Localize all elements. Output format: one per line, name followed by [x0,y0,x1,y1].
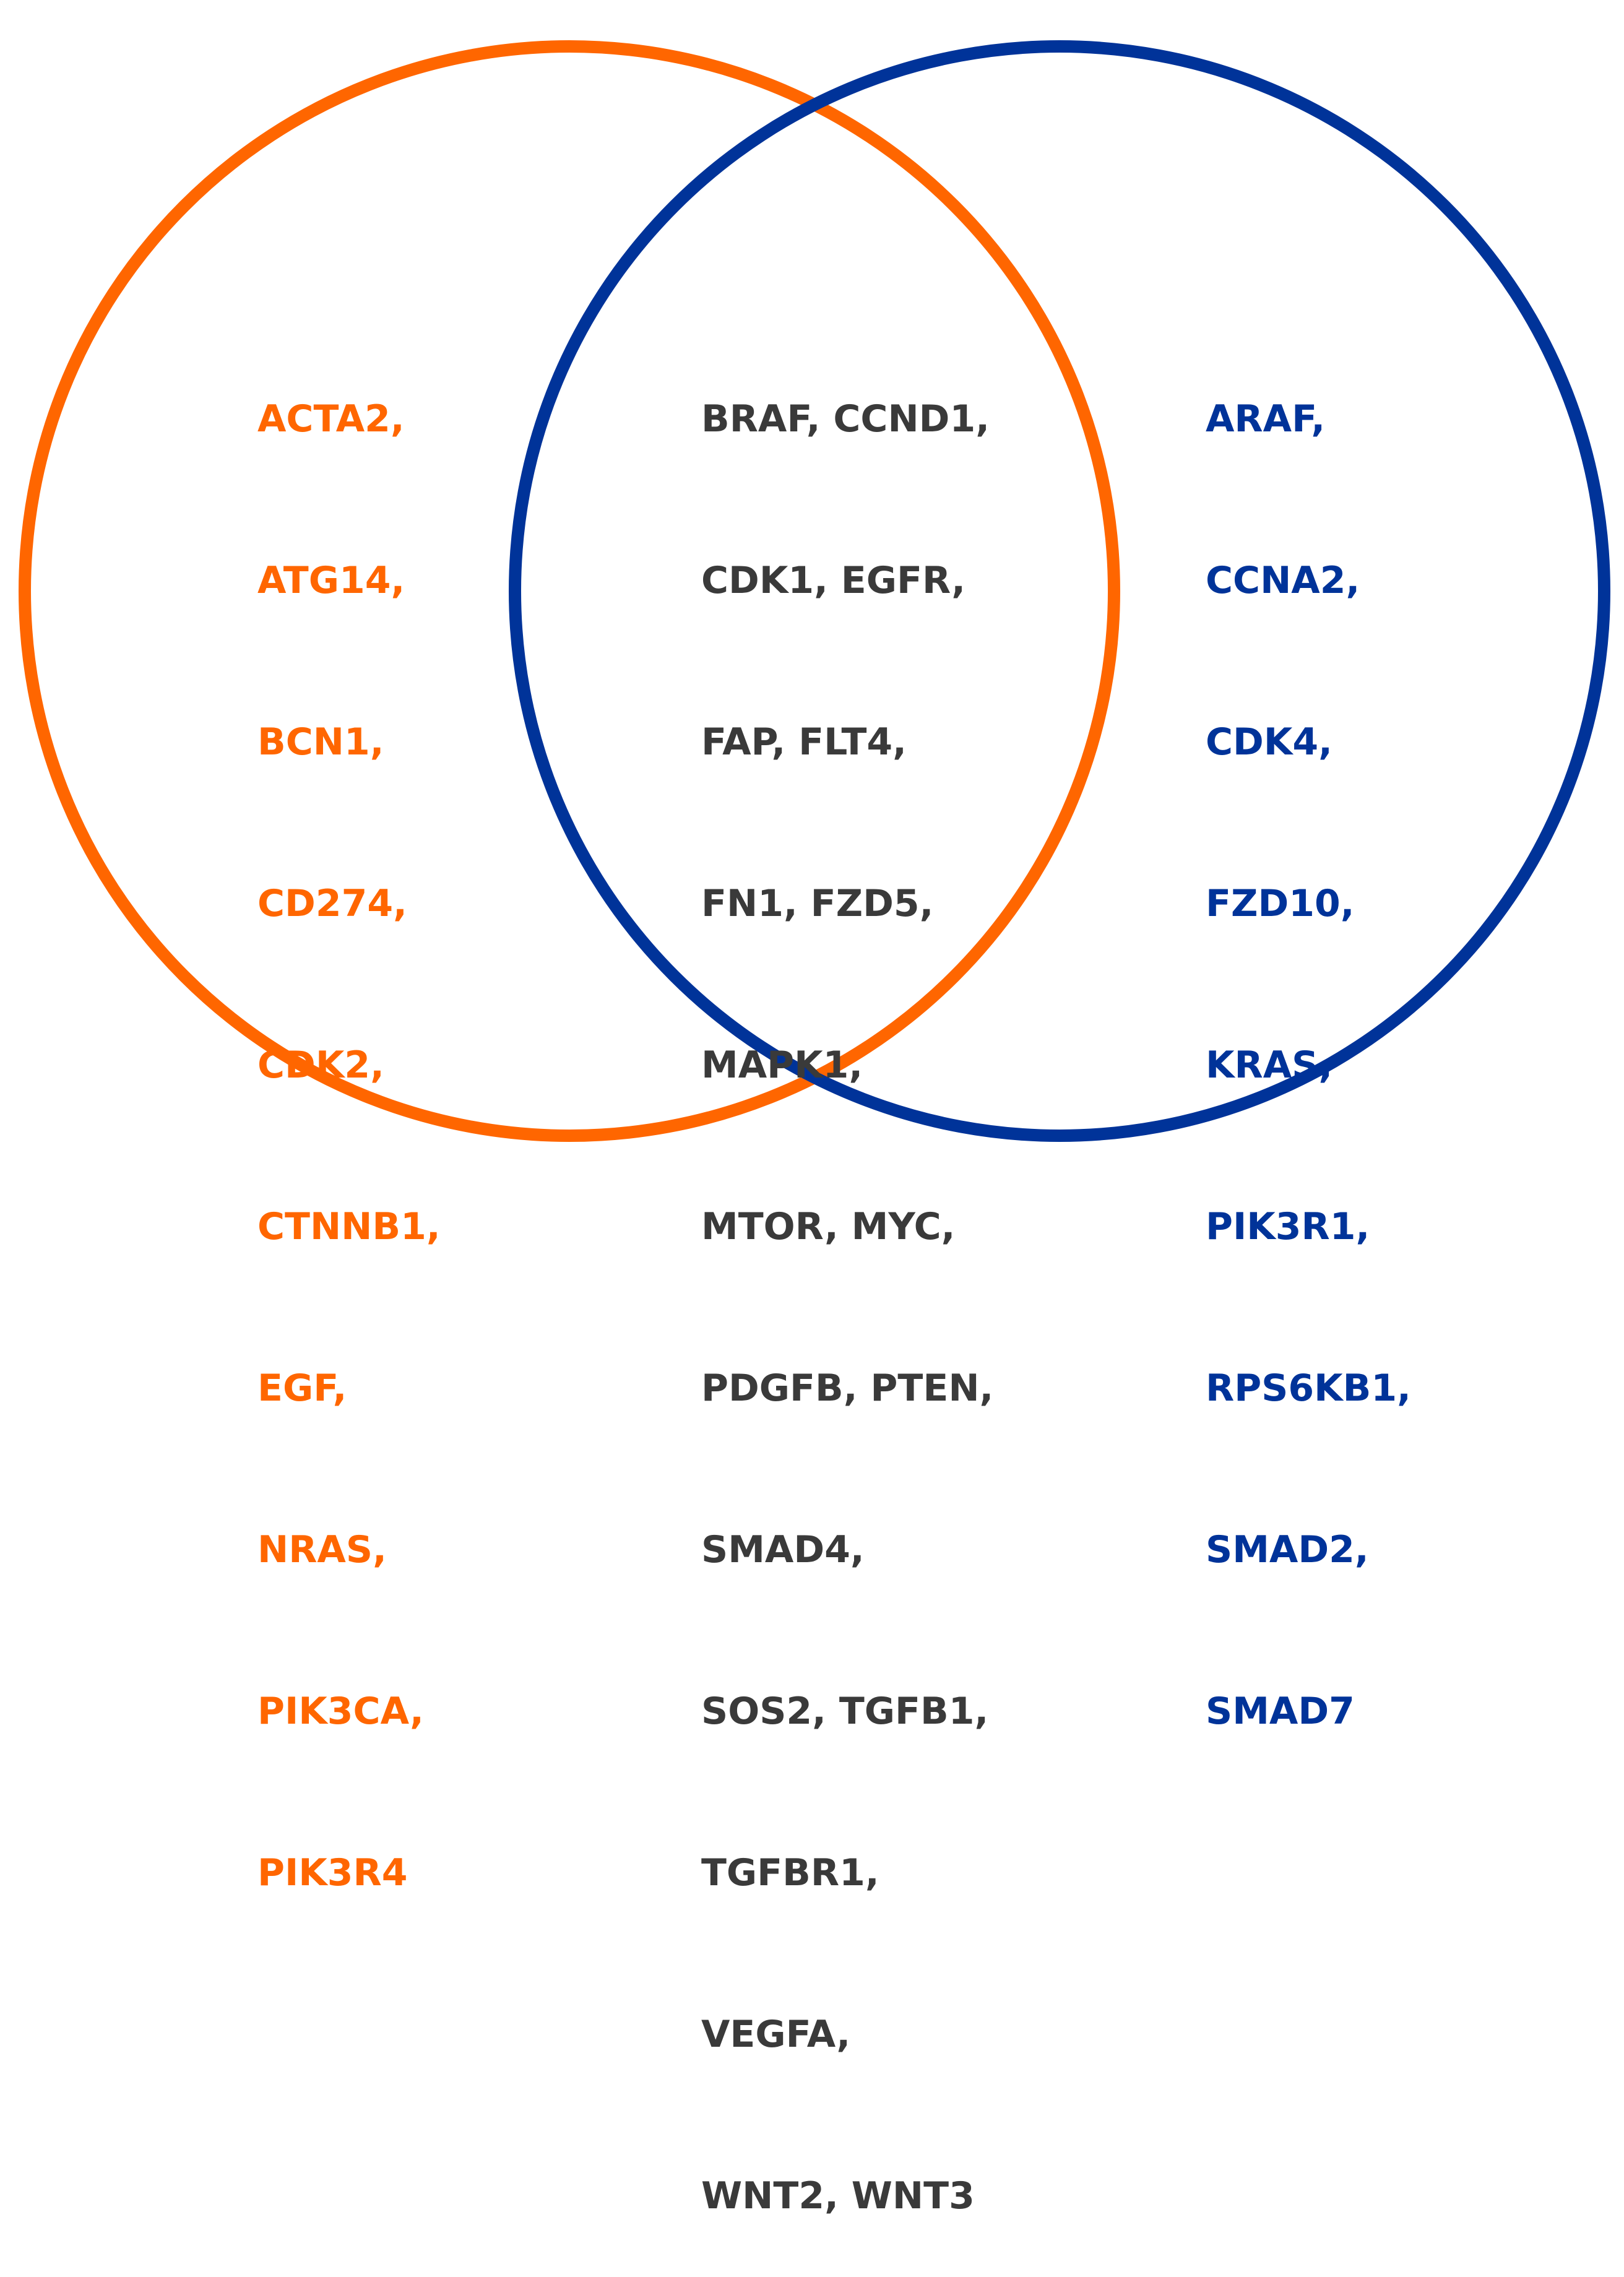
left-gene: EGF, [257,1367,347,1410]
intersection-gene-line: MTOR, MYC, [701,1205,956,1248]
intersection-gene-line: FAP, FLT4, [701,720,907,764]
intersection-gene-line: WNT2, WNT3 [701,2174,975,2218]
intersection-gene-line: SMAD4, [701,1528,865,1571]
right-gene: SMAD7 [1206,1690,1355,1733]
left-gene: ATG14, [257,559,405,602]
right-gene: CDK4, [1206,720,1332,764]
left-gene: CDK2, [257,1043,384,1087]
right-gene: FZD10, [1206,882,1355,925]
right-set-gene-list: ARAF, CCNA2, CDK4, FZD10, KRAS, PIK3R1, … [1206,285,1411,1792]
left-gene: BCN1, [257,720,384,764]
left-gene: NRAS, [257,1528,387,1571]
right-gene: ARAF, [1206,397,1326,441]
right-gene: PIK3R1, [1206,1205,1370,1248]
venn-diagram [19,40,1610,1142]
intersection-gene-line: PDGFB, PTEN, [701,1367,994,1410]
left-set-gene-list: ACTA2, ATG14, BCN1, CD274, CDK2, CTNNB1,… [257,285,441,1954]
left-gene: PIK3R4 [257,1851,408,1895]
left-gene: CTNNB1, [257,1205,441,1248]
intersection-gene-line: MAPK1, [701,1043,863,1087]
left-gene: CD274, [257,882,407,925]
right-gene: CCNA2, [1206,559,1360,602]
left-set-circle [19,40,1120,1142]
left-gene: PIK3CA, [257,1690,424,1733]
right-gene: RPS6KB1, [1206,1367,1411,1410]
intersection-gene-line: FN1, FZD5, [701,882,934,925]
intersection-gene-line: TGFBR1, [701,1851,879,1895]
right-set-circle [509,40,1610,1142]
right-gene: KRAS, [1206,1043,1333,1087]
intersection-gene-line: SOS2, TGFB1, [701,1690,989,1733]
intersection-gene-line: BRAF, CCND1, [701,397,990,441]
intersection-gene-line: CDK1, EGFR, [701,559,966,602]
left-gene: ACTA2, [257,397,405,441]
intersection-gene-list: BRAF, CCND1, CDK1, EGFR, FAP, FLT4, FN1,… [701,285,993,2277]
right-gene: SMAD2, [1206,1528,1369,1571]
intersection-gene-line: VEGFA, [701,2013,851,2056]
